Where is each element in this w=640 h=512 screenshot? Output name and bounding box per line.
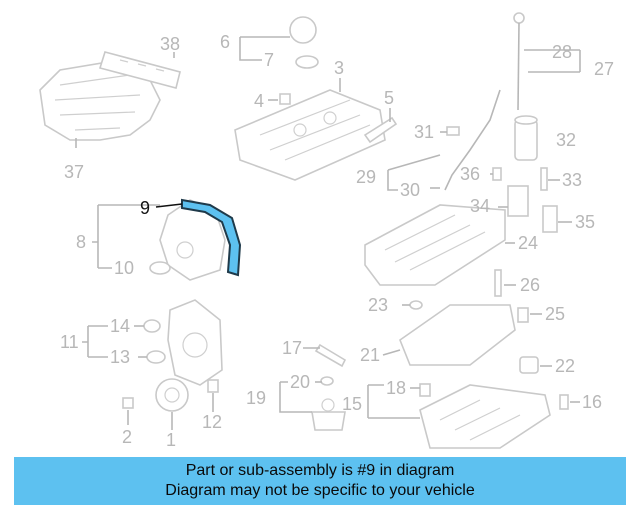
timing-cover-gasket-highlighted (181, 198, 242, 277)
label-20: 20 (290, 372, 310, 392)
seal-14-part (143, 319, 161, 333)
dipstick-tube-part (444, 89, 501, 191)
gasket-35-part (542, 205, 558, 233)
clip-31-part (446, 126, 460, 136)
dipstick-part (513, 12, 525, 111)
label-30: 30 (400, 180, 420, 200)
label-3: 3 (334, 58, 344, 78)
seal-23-part (409, 300, 423, 310)
caption-line-2: Diagram may not be specific to your vehi… (165, 482, 475, 499)
label-17: 17 (282, 338, 302, 358)
label-4: 4 (254, 91, 264, 111)
label-33: 33 (562, 170, 582, 190)
label-25: 25 (545, 304, 565, 324)
label-2: 2 (122, 427, 132, 447)
oil-baffle-part (399, 304, 516, 366)
mount-19-part (311, 398, 346, 431)
hose-17-part (314, 343, 347, 368)
bolt-16-part (559, 394, 569, 410)
label-8: 8 (76, 232, 86, 252)
cap-seal-part (295, 55, 319, 69)
sensor-18-part (419, 383, 431, 397)
label-21: 21 (360, 345, 380, 365)
bolt-2-part (122, 397, 134, 409)
label-35: 35 (575, 212, 595, 232)
label-34: 34 (470, 196, 490, 216)
bracket-5-part (363, 116, 398, 144)
lower-oil-pan-part (419, 384, 551, 449)
label-27: 27 (594, 59, 614, 79)
caption-banner: Part or sub-assembly is #9 in diagram Di… (14, 457, 626, 505)
bolt-25-part (517, 307, 529, 323)
leader-9 (155, 203, 183, 208)
label-38: 38 (160, 34, 180, 54)
label-37: 37 (64, 162, 84, 182)
bolt-36-part (492, 167, 502, 181)
parts-diagram: 1 2 3 4 5 6 7 8 9 10 11 12 13 14 15 16 1… (39, 12, 614, 450)
leader-lines (75, 36, 581, 430)
manifold-gasket-part (98, 51, 181, 89)
label-15: 15 (342, 394, 362, 414)
label-7: 7 (264, 50, 274, 70)
seal-20-part (320, 376, 334, 386)
label-32: 32 (556, 130, 576, 150)
label-19: 19 (246, 388, 266, 408)
label-1: 1 (166, 430, 176, 450)
label-22: 22 (555, 356, 575, 376)
valve-cover-part (234, 89, 386, 181)
label-5: 5 (384, 88, 394, 108)
label-16: 16 (582, 392, 602, 412)
label-10: 10 (114, 258, 134, 278)
oil-cooler-34-part (507, 185, 529, 217)
sensor-33-part (540, 167, 548, 191)
crank-pulley-part (155, 378, 189, 412)
caption-line-1: Part or sub-assembly is #9 in diagram (185, 462, 455, 479)
label-12: 12 (202, 412, 222, 432)
callout-labels: 1 2 3 4 5 6 7 8 9 10 11 12 13 14 15 16 1… (60, 32, 614, 450)
label-29: 29 (356, 167, 376, 187)
lower-timing-cover-part (167, 299, 223, 386)
label-13: 13 (110, 347, 130, 367)
label-18: 18 (386, 378, 406, 398)
oil-filter-part (514, 115, 538, 161)
label-31: 31 (414, 122, 434, 142)
label-9: 9 (140, 198, 150, 218)
label-36: 36 (460, 164, 480, 184)
bolt-12-part (207, 379, 219, 393)
label-14: 14 (110, 316, 130, 336)
label-24: 24 (518, 233, 538, 253)
label-23: 23 (368, 295, 388, 315)
intake-manifold-part (39, 59, 161, 141)
oil-filler-cap-part (289, 16, 317, 44)
label-11: 11 (60, 332, 79, 352)
bolt-4-part (279, 93, 291, 105)
sensor-22-part (519, 356, 539, 374)
seal-13-part (146, 350, 166, 364)
bolt-26-part (494, 269, 502, 297)
label-6: 6 (220, 32, 230, 52)
seal-10-part (149, 261, 171, 275)
upper-oil-pan-part (364, 204, 506, 286)
label-26: 26 (520, 275, 540, 295)
label-28: 28 (552, 42, 572, 62)
